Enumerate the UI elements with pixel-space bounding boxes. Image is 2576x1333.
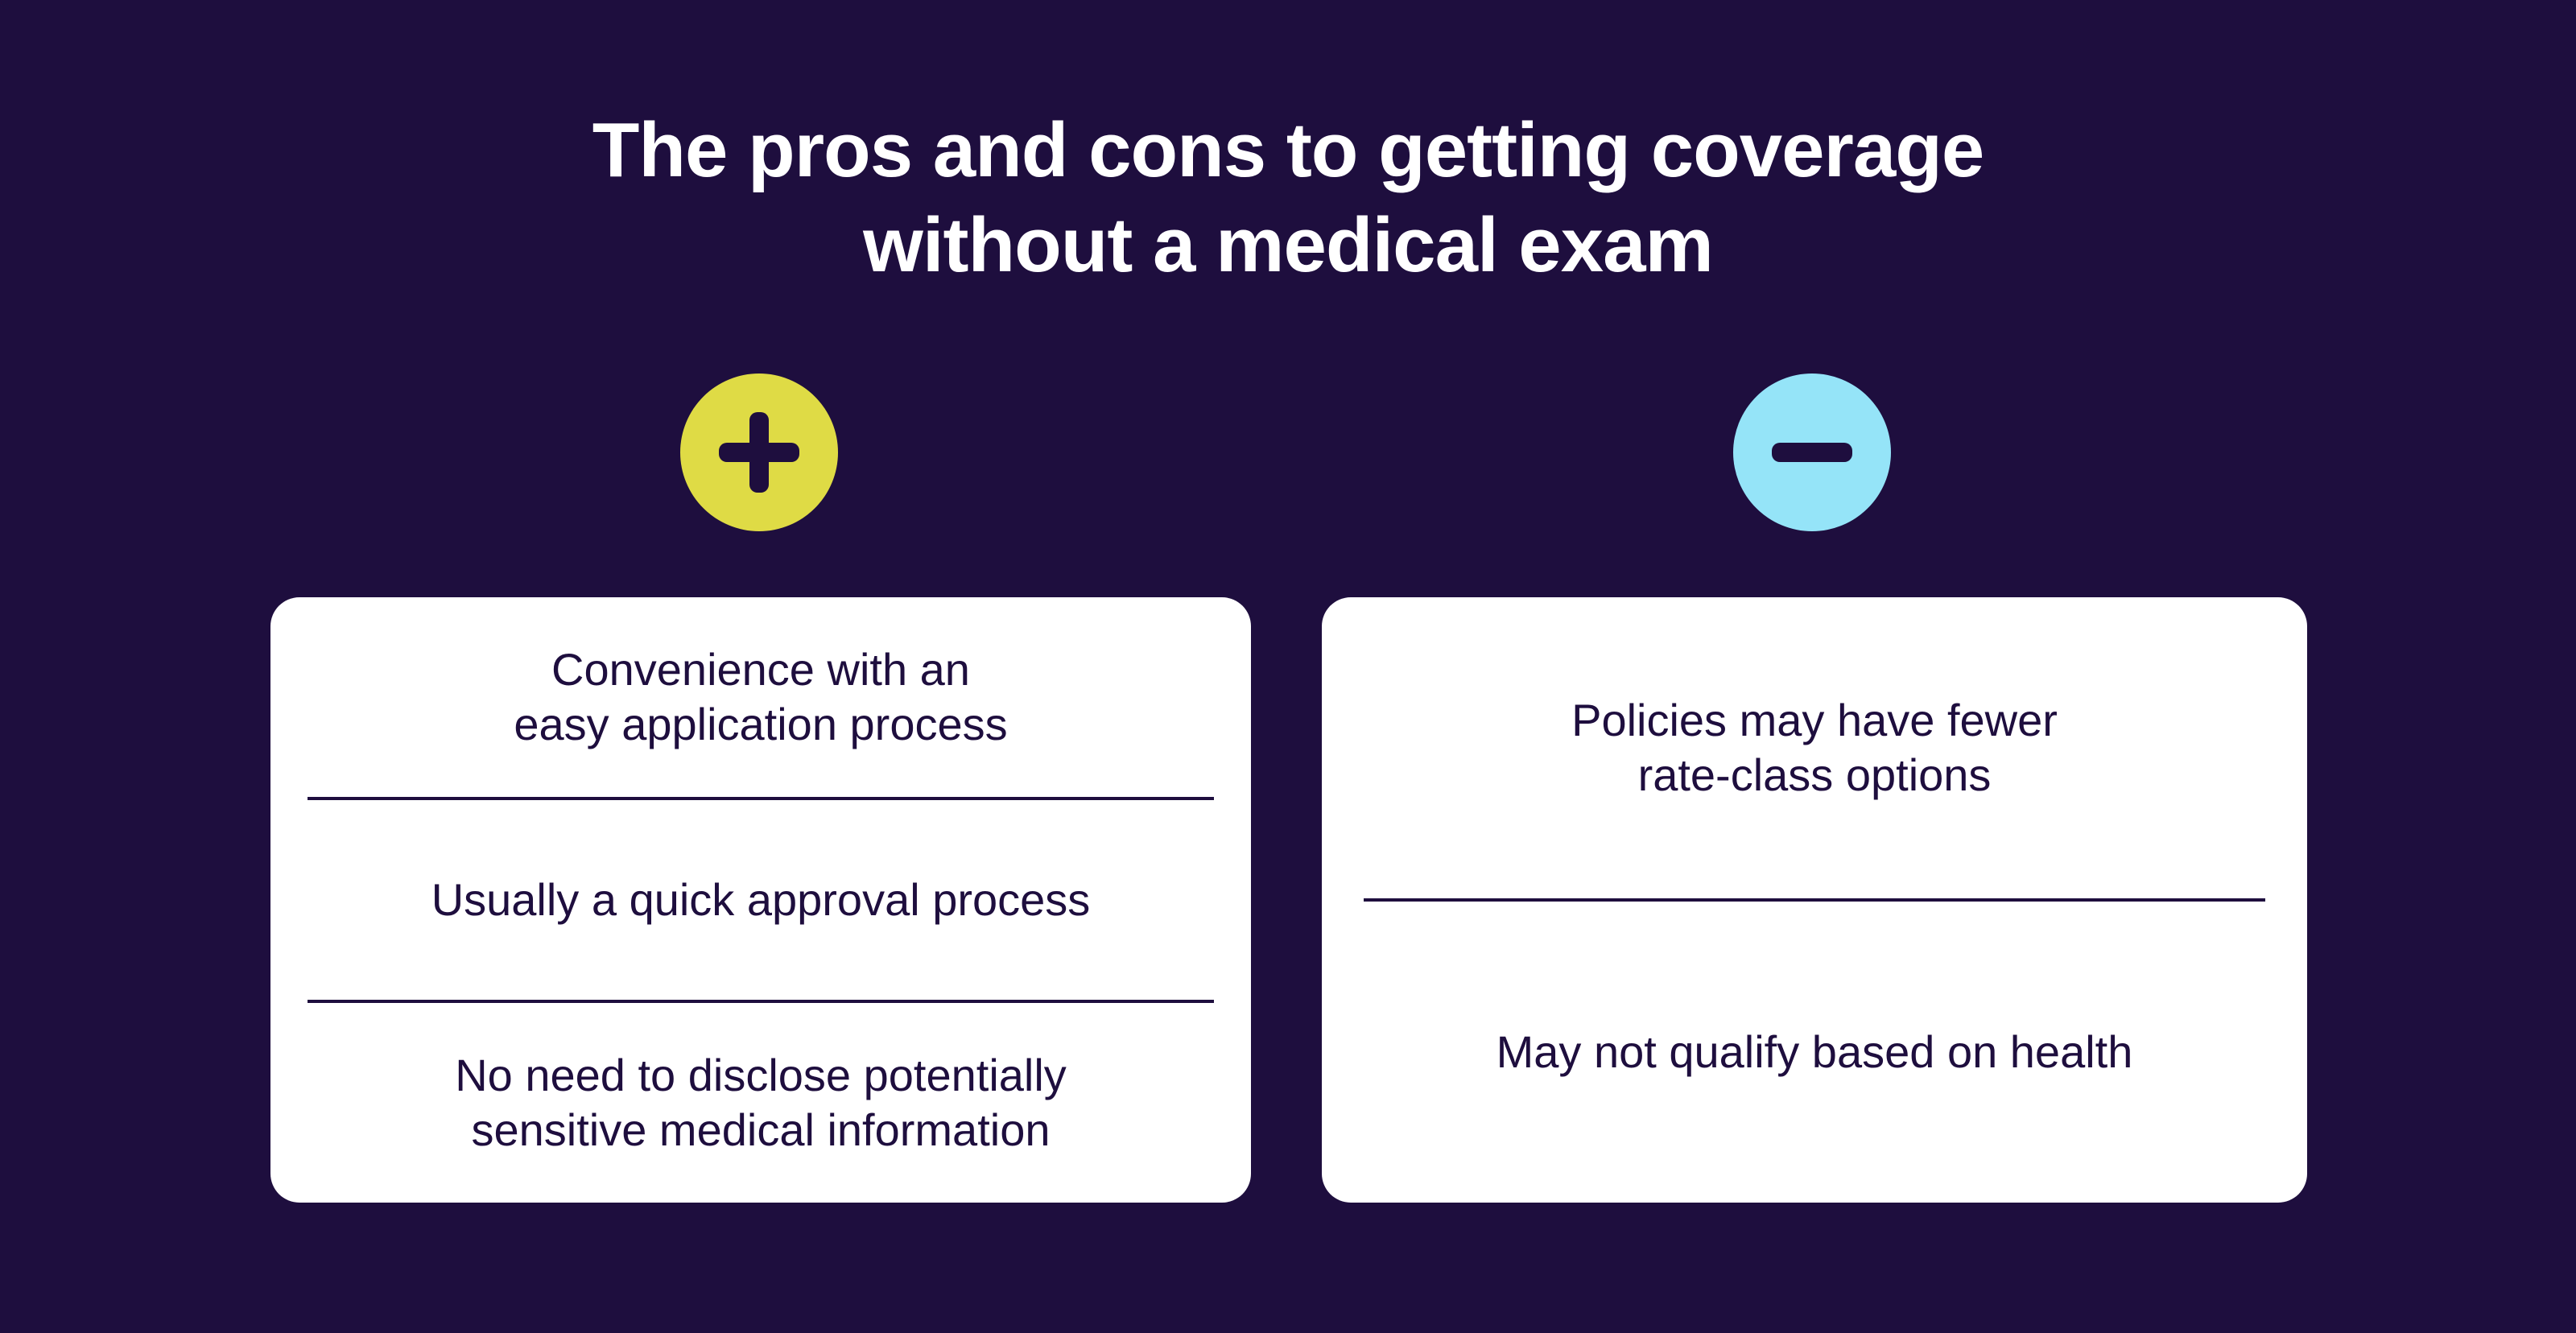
divider	[1364, 898, 2265, 902]
pros-card: Convenience with an easy application pro…	[270, 597, 1251, 1203]
pros-item: Usually a quick approval process	[308, 800, 1214, 1000]
minus-bar	[1772, 443, 1852, 462]
cons-item-text: rate-class options	[1637, 749, 1992, 800]
pros-item-text: easy application process	[514, 699, 1008, 749]
pros-item-text: No need to disclose potentially	[455, 1050, 1067, 1100]
pros-item-text: Convenience with an	[551, 644, 970, 695]
pros-item: Convenience with an easy application pro…	[308, 597, 1214, 797]
divider	[308, 1000, 1214, 1003]
pros-item-text: Usually a quick approval process	[431, 874, 1091, 925]
plus-icon	[680, 373, 838, 531]
cons-item-text: Policies may have fewer	[1571, 695, 2058, 745]
title-line-1: The pros and cons to getting coverage	[592, 107, 1985, 193]
cons-card: Policies may have fewer rate-class optio…	[1322, 597, 2307, 1203]
title-line-2: without a medical exam	[863, 202, 1714, 288]
page-title: The pros and cons to getting coverage wi…	[0, 103, 2576, 293]
divider	[308, 797, 1214, 800]
pros-item-text: sensitive medical information	[471, 1104, 1051, 1155]
pros-item: No need to disclose potentially sensitiv…	[308, 1003, 1214, 1203]
minus-icon	[1733, 373, 1891, 531]
cons-item: May not qualify based on health	[1364, 902, 2265, 1203]
cons-item: Policies may have fewer rate-class optio…	[1364, 597, 2265, 898]
cons-item-text: May not qualify based on health	[1496, 1026, 2133, 1077]
plus-vertical-bar	[749, 412, 769, 493]
